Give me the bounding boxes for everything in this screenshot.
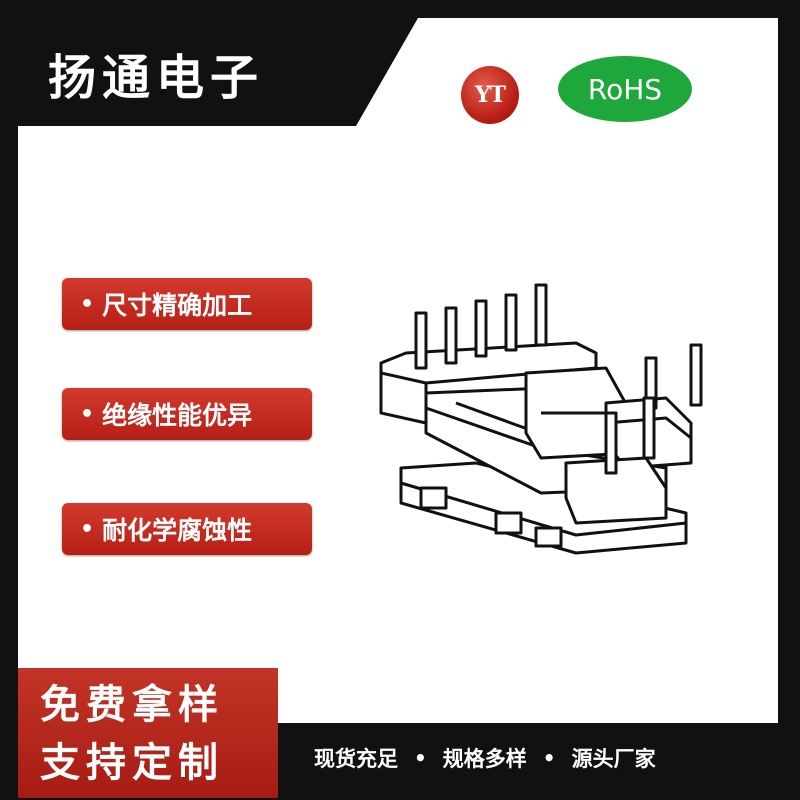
feature-label: 绝缘性能优异 xyxy=(102,401,253,430)
tagline-item-factory: 源头厂家 xyxy=(571,747,656,771)
free-sample-cta[interactable]: 免费拿样 支持定制 xyxy=(18,668,278,798)
feature-label: 尺寸精确加工 xyxy=(102,291,253,320)
rohs-text: RoHS xyxy=(587,72,663,106)
content-canvas: 扬通电子 YT RoHS • 尺寸精确加工 • 绝缘性能优异 • 耐化学腐蚀性 xyxy=(18,18,778,723)
tagline-item-specs: 规格多样 xyxy=(442,747,527,771)
rohs-badge: RoHS xyxy=(558,56,692,122)
cta-line-1: 免费拿样 xyxy=(40,682,224,728)
yt-logo-text: YT xyxy=(474,82,506,108)
transformer-bobbin-illustration xyxy=(379,283,703,555)
feature-badge-precision: • 尺寸精确加工 xyxy=(62,278,312,330)
feature-badge-insulation: • 绝缘性能优异 xyxy=(62,388,312,440)
bullet-dot: • xyxy=(80,516,95,542)
feature-label: 耐化学腐蚀性 xyxy=(102,516,253,545)
top-frame xyxy=(0,0,800,20)
tagline-item-stock: 现货充足 xyxy=(314,747,398,771)
feature-badge-chemical: • 耐化学腐蚀性 xyxy=(62,503,312,555)
tagline-separator: • xyxy=(414,746,427,770)
tagline-bar: 现货充足 • 规格多样 • 源头厂家 xyxy=(300,728,800,788)
tagline-separator: • xyxy=(542,746,556,770)
title-banner: 扬通电子 xyxy=(18,18,418,126)
bullet-dot: • xyxy=(80,401,95,427)
yt-logo: YT xyxy=(461,66,519,124)
brand-title: 扬通电子 xyxy=(48,50,265,106)
cta-line-2: 支持定制 xyxy=(40,740,224,786)
bullet-dot: • xyxy=(80,291,95,317)
